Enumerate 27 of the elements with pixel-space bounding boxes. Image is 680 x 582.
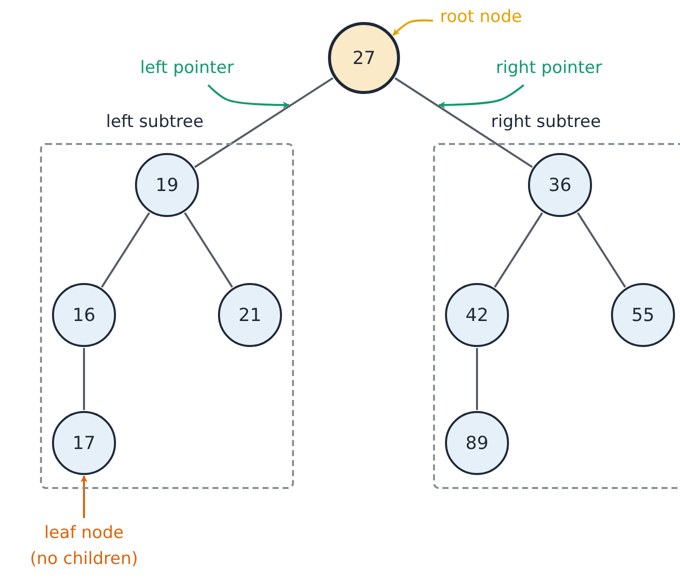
tree-node-circle: 17 — [52, 411, 116, 475]
tree-link — [100, 212, 150, 288]
tree-link — [394, 77, 533, 168]
root-node-circle: 27 — [328, 22, 400, 94]
region-heading: right subtree — [491, 112, 601, 132]
annotation-arrow — [80, 475, 88, 518]
region-heading: left subtree — [106, 112, 204, 132]
tree-link — [476, 348, 478, 410]
tree-link — [184, 212, 234, 288]
tree-link — [576, 212, 626, 288]
tree-node-circle: 89 — [445, 411, 509, 475]
tree-node-circle: 42 — [445, 283, 509, 347]
tree-link — [83, 348, 85, 410]
tree-node-circle: 16 — [52, 283, 116, 347]
tree-node-circle: 21 — [218, 283, 282, 347]
annotation-text: right pointer — [482, 56, 616, 82]
annotation-arrow — [392, 19, 434, 36]
annotation-arrow — [207, 84, 290, 109]
tree-link — [194, 77, 334, 168]
tree-node-circle: 19 — [135, 153, 199, 217]
annotation-text: left pointer — [122, 56, 252, 82]
annotation-text: root node — [436, 5, 526, 31]
tree-node-circle: 36 — [528, 153, 592, 217]
tree-link — [494, 212, 544, 288]
annotation-arrow — [438, 84, 524, 108]
tree-node-circle: 55 — [611, 283, 675, 347]
annotation-text: leaf node (no children) — [28, 521, 140, 575]
